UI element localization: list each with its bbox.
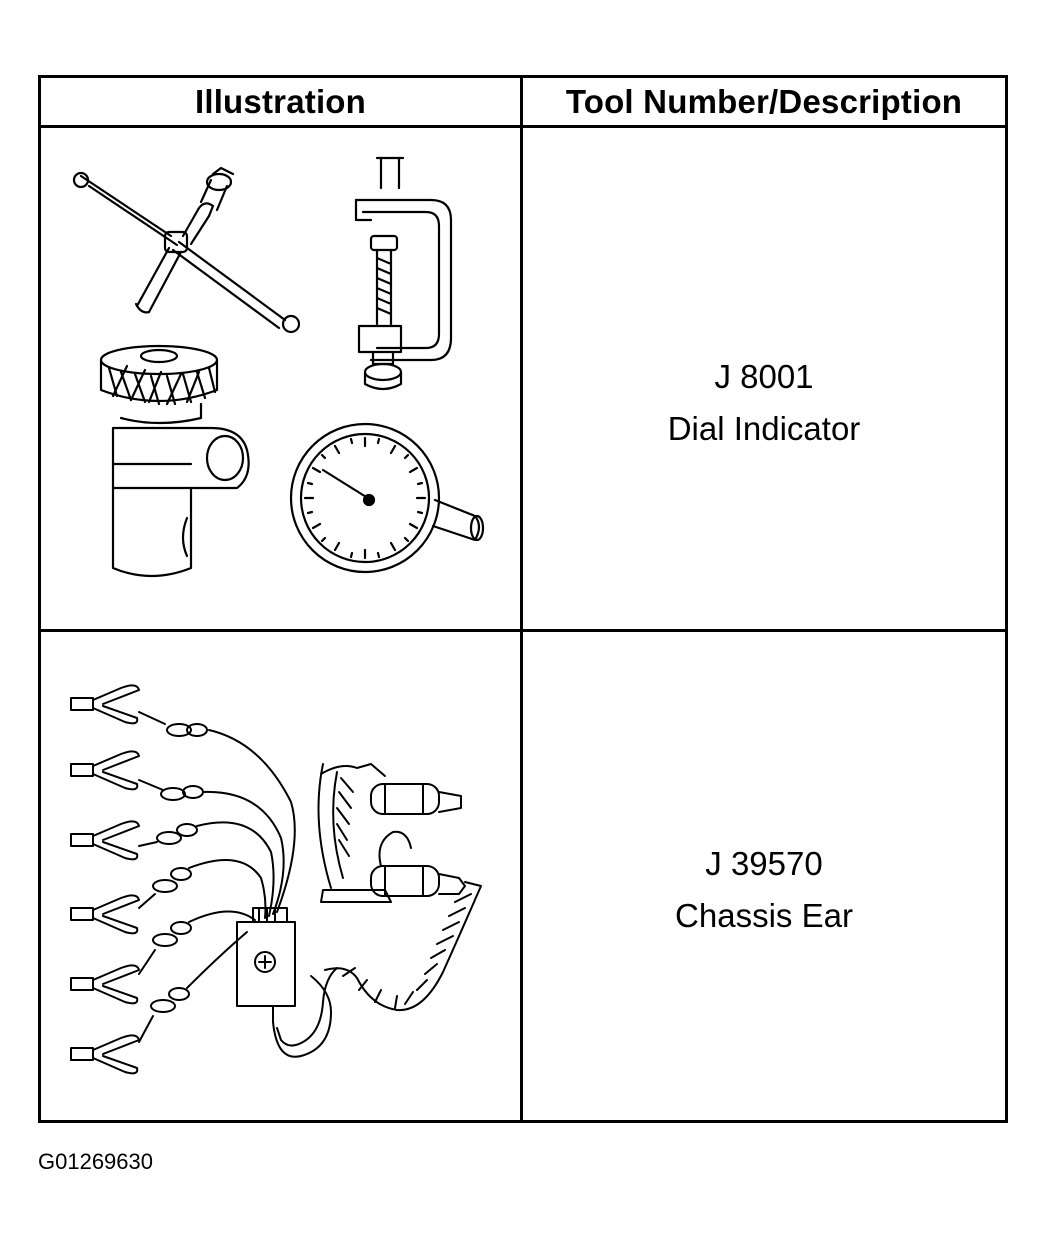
header-divider <box>41 125 1005 128</box>
tool-table: Illustration Tool Number/Description <box>38 75 1008 1123</box>
t-handle-wrench-icon <box>74 168 299 332</box>
row-2-description-cell: J 39570 Chassis Ear <box>523 632 1005 1120</box>
row-1-tool-number: J 8001 <box>714 357 814 395</box>
row-2-illustration-cell <box>41 632 520 1120</box>
knurled-holder-icon <box>101 346 249 576</box>
dial-indicator-set-icon <box>41 128 520 629</box>
row-1-illustration-cell <box>41 128 520 629</box>
sensor-clamp-icon <box>319 764 466 902</box>
header-illustration: Illustration <box>194 82 367 120</box>
chassis-ear-kit-icon <box>41 632 520 1120</box>
alligator-clip-icon <box>71 685 295 912</box>
header-tool-description: Tool Number/Description <box>565 82 963 120</box>
column-divider <box>520 78 523 1120</box>
row-2-tool-number: J 39570 <box>705 845 823 882</box>
figure-id: G01269630 <box>38 1149 153 1174</box>
connector-box-icon <box>237 908 331 1057</box>
row-2-tool-description: Chassis Ear <box>675 897 853 934</box>
dial-gauge-icon <box>291 424 483 572</box>
row-1-description-cell: J 8001 Dial Indicator <box>523 128 1005 629</box>
row-divider <box>41 629 1005 632</box>
c-clamp-icon <box>356 158 451 389</box>
coiled-cable-icon <box>277 882 481 1046</box>
row-1-tool-description: Dial Indicator <box>667 409 861 447</box>
